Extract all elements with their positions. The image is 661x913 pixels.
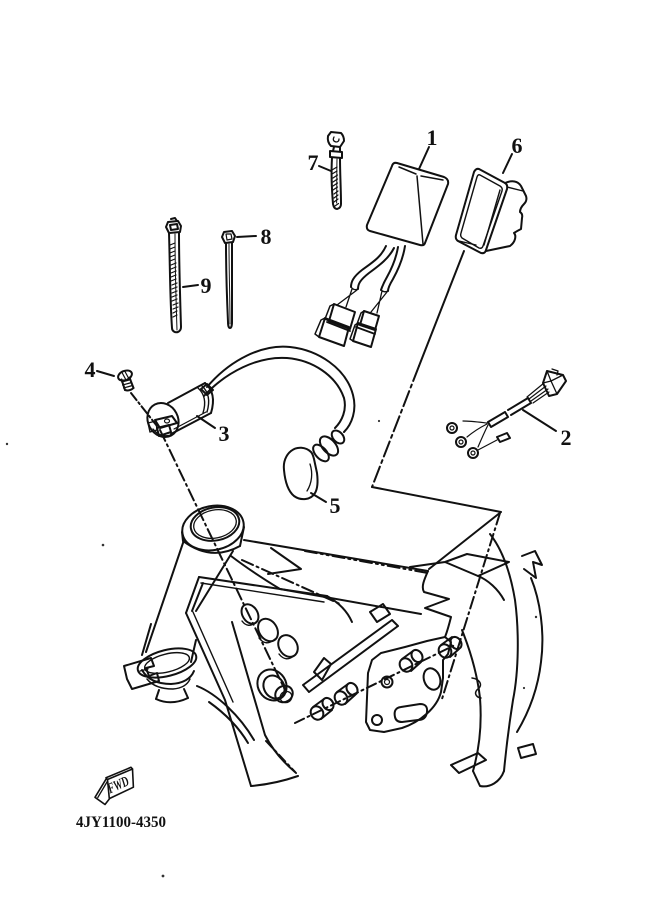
svg-text:6: 6 xyxy=(512,133,523,158)
svg-text:5: 5 xyxy=(330,493,341,518)
svg-text:4: 4 xyxy=(85,357,96,382)
svg-text:2: 2 xyxy=(561,425,572,450)
svg-text:4JY1100-4350: 4JY1100-4350 xyxy=(76,814,166,831)
svg-text:7: 7 xyxy=(308,150,319,175)
svg-text:8: 8 xyxy=(261,224,272,249)
svg-text:9: 9 xyxy=(201,273,212,298)
svg-text:1: 1 xyxy=(427,125,438,150)
svg-text:3: 3 xyxy=(219,421,230,446)
